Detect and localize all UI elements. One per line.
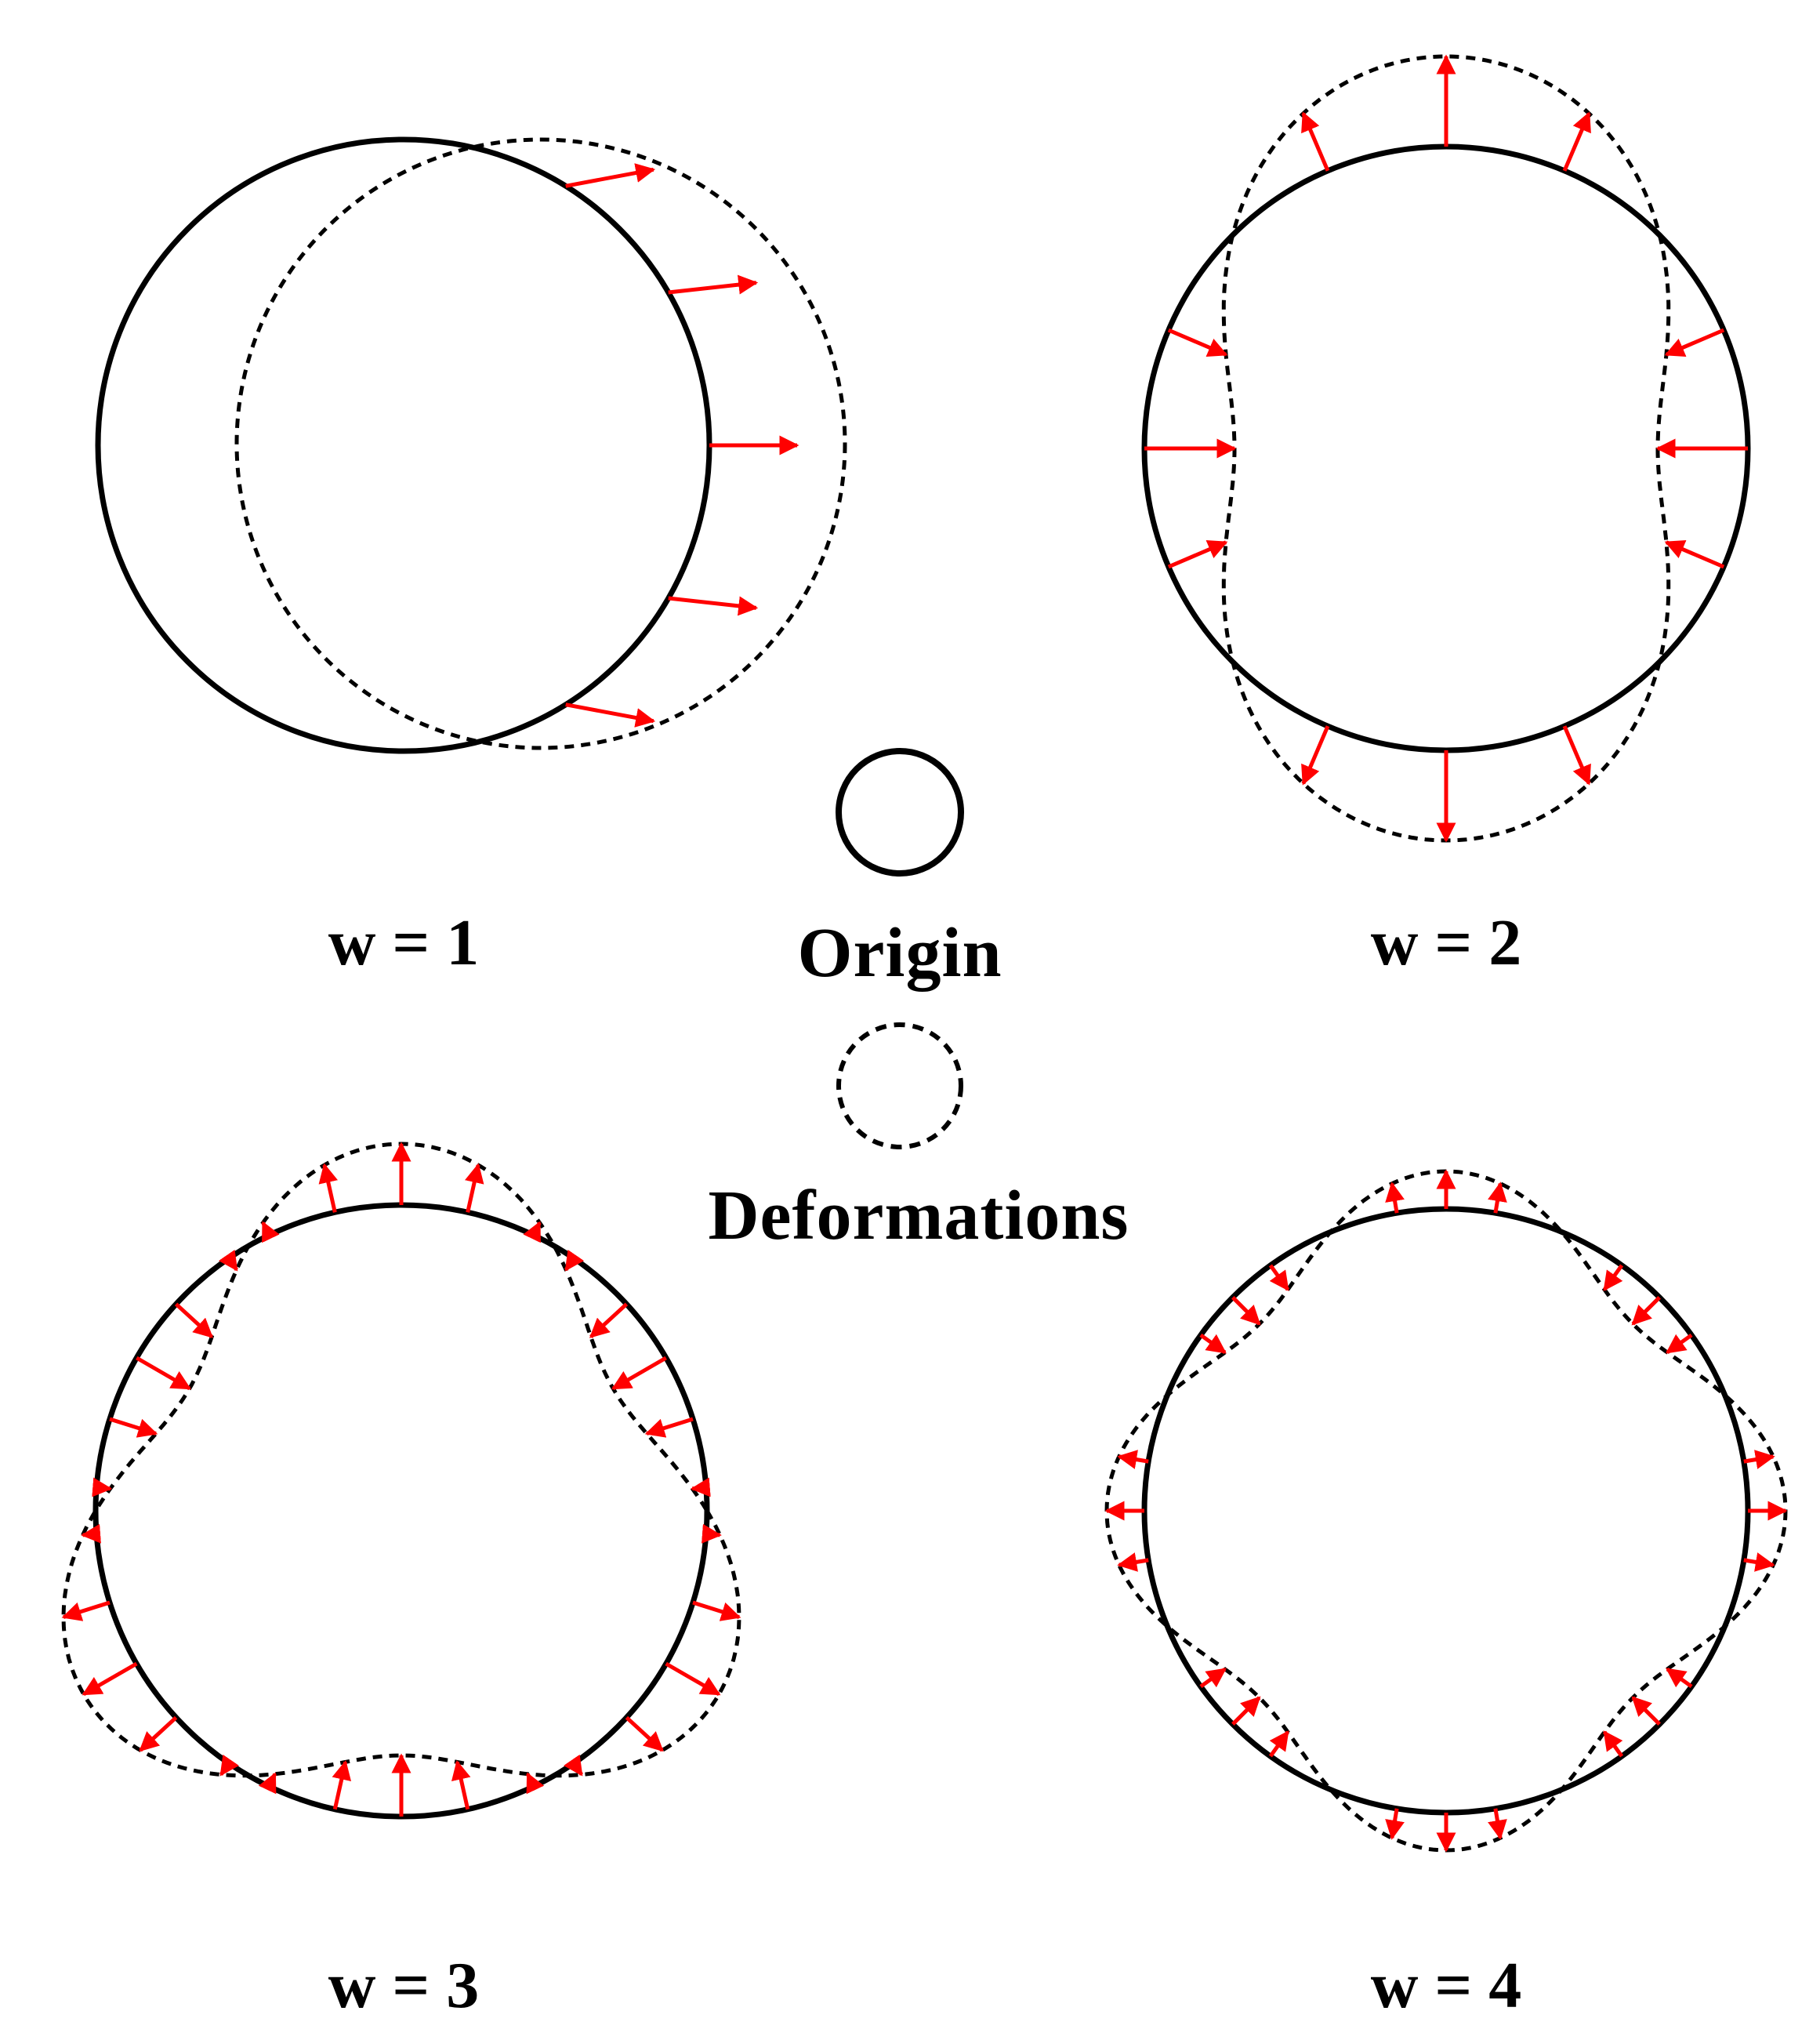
deformed-contour	[61, 1142, 741, 1778]
panel-w2-label: w = 2	[1371, 906, 1522, 979]
deformation-arrow	[1666, 1667, 1693, 1689]
panel-w4-shapes	[1104, 1169, 1788, 1853]
deformation-arrow	[61, 1600, 111, 1621]
deformation-arrow	[1488, 1182, 1507, 1214]
deformation-arrow	[136, 1356, 191, 1391]
deformation-arrow	[565, 702, 656, 728]
deformation-arrow	[1664, 328, 1725, 357]
deformation-arrow	[702, 1523, 722, 1544]
deformation-arrow	[625, 1715, 664, 1752]
deformation-arrow	[665, 1661, 721, 1697]
deformation-arrow	[1664, 540, 1725, 569]
panel-w3: w = 3	[61, 1142, 741, 2022]
deformation-arrow	[1631, 1296, 1661, 1326]
panel-w1-label: w = 1	[328, 906, 480, 979]
deformation-arrow	[1602, 1264, 1624, 1291]
origin-circle	[95, 136, 712, 754]
deformation-arrow	[1117, 1552, 1149, 1572]
legend: Origin Deformations	[709, 748, 1129, 1254]
deformation-arrow	[1602, 1730, 1624, 1758]
panel-w3-label: w = 3	[328, 1949, 480, 2022]
deformation-arrow	[1385, 1182, 1405, 1214]
deformation-arrow	[451, 1759, 471, 1810]
deformation-arrow	[690, 1477, 711, 1497]
legend-origin-label: Origin	[797, 914, 1002, 992]
deformation-arrow	[1631, 1696, 1661, 1726]
deformation-arrow	[565, 163, 656, 188]
deformation-arrow	[563, 1754, 584, 1777]
deformation-arrow	[668, 596, 759, 616]
deformation-arrow	[525, 1772, 545, 1795]
deformation-arrow	[1268, 1264, 1290, 1291]
deformation-arrow	[589, 1302, 629, 1338]
panel-w2-shapes	[1141, 54, 1751, 843]
deformation-arrow	[692, 1600, 741, 1621]
deformation-arrow	[219, 1754, 240, 1777]
deformation-arrow	[465, 1163, 484, 1213]
deformation-arrow	[1562, 725, 1591, 786]
deformation-arrow	[1488, 1808, 1507, 1840]
deformation-arrow	[1666, 1333, 1693, 1355]
panel-w1: w = 1	[95, 136, 847, 979]
deformed-contour	[1104, 1169, 1788, 1853]
deformation-arrow	[174, 1302, 214, 1338]
deformation-arrow	[332, 1759, 352, 1810]
panel-w3-shapes	[61, 1142, 741, 1820]
deformation-arrow	[1167, 328, 1228, 357]
deformation-arrow	[109, 1417, 158, 1438]
deformation-arrow	[1301, 725, 1330, 786]
deformation-arrow	[318, 1163, 338, 1213]
deformed-contour	[234, 137, 847, 750]
deformation-arrow	[218, 1249, 238, 1272]
panel-w1-shapes	[95, 136, 847, 754]
deformation-arrow	[611, 1356, 667, 1391]
deformation-arrow	[564, 1249, 585, 1272]
panel-w4: w = 4	[1104, 1169, 1788, 2022]
legend-deformation-label: Deformations	[709, 1177, 1129, 1254]
deformation-arrow	[82, 1661, 138, 1697]
deformation-arrow	[261, 1221, 280, 1243]
deformation-arrow	[1199, 1667, 1227, 1689]
deformation-arrow	[1743, 1552, 1775, 1572]
deformation-arrow	[81, 1523, 101, 1544]
deformation-arrow	[1562, 111, 1591, 172]
deformation-arrow	[139, 1715, 178, 1752]
panel-w4-label: w = 4	[1371, 1949, 1522, 2022]
deformation-arrow	[1199, 1333, 1227, 1355]
deformation-arrow	[1743, 1450, 1775, 1469]
legend-deformation-circle	[836, 1022, 963, 1149]
deformation-arrow	[1231, 1696, 1261, 1726]
deformation-arrow	[258, 1772, 277, 1795]
deformed-contour	[1221, 54, 1671, 843]
deformation-arrow	[92, 1477, 113, 1497]
deformation-arrow	[1268, 1730, 1290, 1758]
deformation-arrow	[668, 274, 759, 295]
deformation-arrow	[644, 1417, 694, 1438]
deformation-arrow	[1117, 1450, 1149, 1469]
deformation-arrow	[1301, 111, 1330, 172]
deformation-arrow	[523, 1221, 542, 1243]
deformation-arrow	[1167, 540, 1228, 569]
legend-origin-circle	[836, 748, 964, 877]
origin-circle	[92, 1202, 710, 1820]
deformation-arrow	[1385, 1808, 1405, 1840]
deformation-arrow	[1231, 1296, 1261, 1326]
panel-w2: w = 2	[1141, 54, 1751, 979]
